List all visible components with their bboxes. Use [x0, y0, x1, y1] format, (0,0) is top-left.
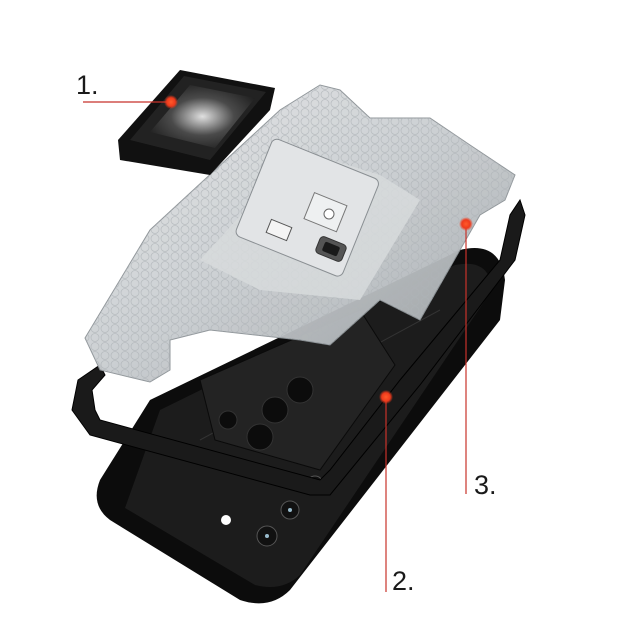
- callout-dot-1: [164, 95, 178, 109]
- callout-lines: [83, 101, 467, 592]
- callout-label-3: 3.: [474, 470, 497, 500]
- bumper-frame: [71, 198, 526, 496]
- callout-label-2: 2.: [392, 566, 415, 596]
- callout-dot-3: [459, 217, 473, 231]
- clear-shell: [84, 84, 516, 383]
- callout-label-1: 1.: [76, 70, 99, 100]
- callout-dot-2: [379, 390, 393, 404]
- ring-holder: [118, 70, 275, 175]
